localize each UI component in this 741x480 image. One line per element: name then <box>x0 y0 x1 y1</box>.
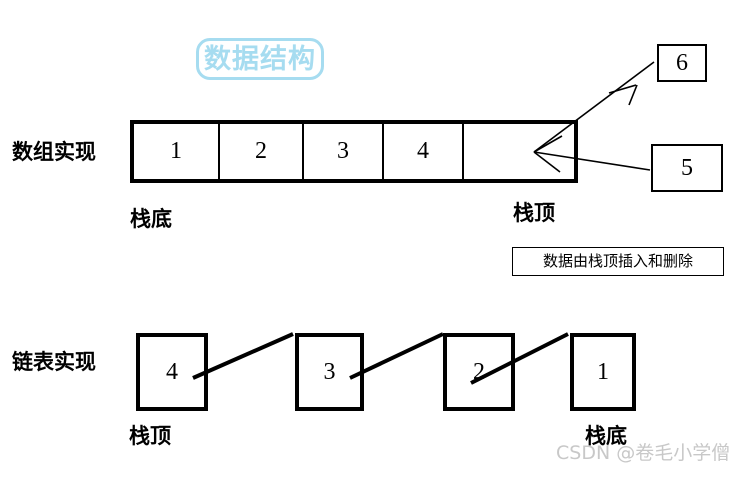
note-text: 数据由栈顶插入和删除 <box>542 252 693 270</box>
array-top-label: 栈顶 <box>513 201 555 225</box>
array-cell-empty <box>464 124 574 179</box>
list-section-label: 链表实现 <box>12 350 96 374</box>
array-cell: 1 <box>134 124 220 179</box>
array-section-label: 数组实现 <box>12 140 96 164</box>
array-bottom-label: 栈底 <box>130 207 172 231</box>
list-node: 3 <box>295 333 364 411</box>
list-top-label: 栈顶 <box>129 424 171 448</box>
title-badge: 数据结构 <box>196 38 324 80</box>
array-stack: 1 2 3 4 <box>130 120 578 183</box>
list-node: 2 <box>443 333 515 411</box>
list-node: 4 <box>136 333 208 411</box>
page-title: 数据结构 <box>204 43 316 75</box>
list-link <box>192 332 294 380</box>
array-cell: 3 <box>304 124 384 179</box>
array-cell: 2 <box>220 124 304 179</box>
push-value-box: 6 <box>657 44 707 82</box>
list-bottom-label: 栈底 <box>585 424 627 448</box>
list-node: 1 <box>570 333 636 411</box>
note-box: 数据由栈顶插入和删除 <box>512 247 724 276</box>
array-cell: 4 <box>384 124 464 179</box>
pop-value-box: 5 <box>651 144 723 192</box>
watermark: CSDN @卷毛小学僧 <box>556 442 731 464</box>
